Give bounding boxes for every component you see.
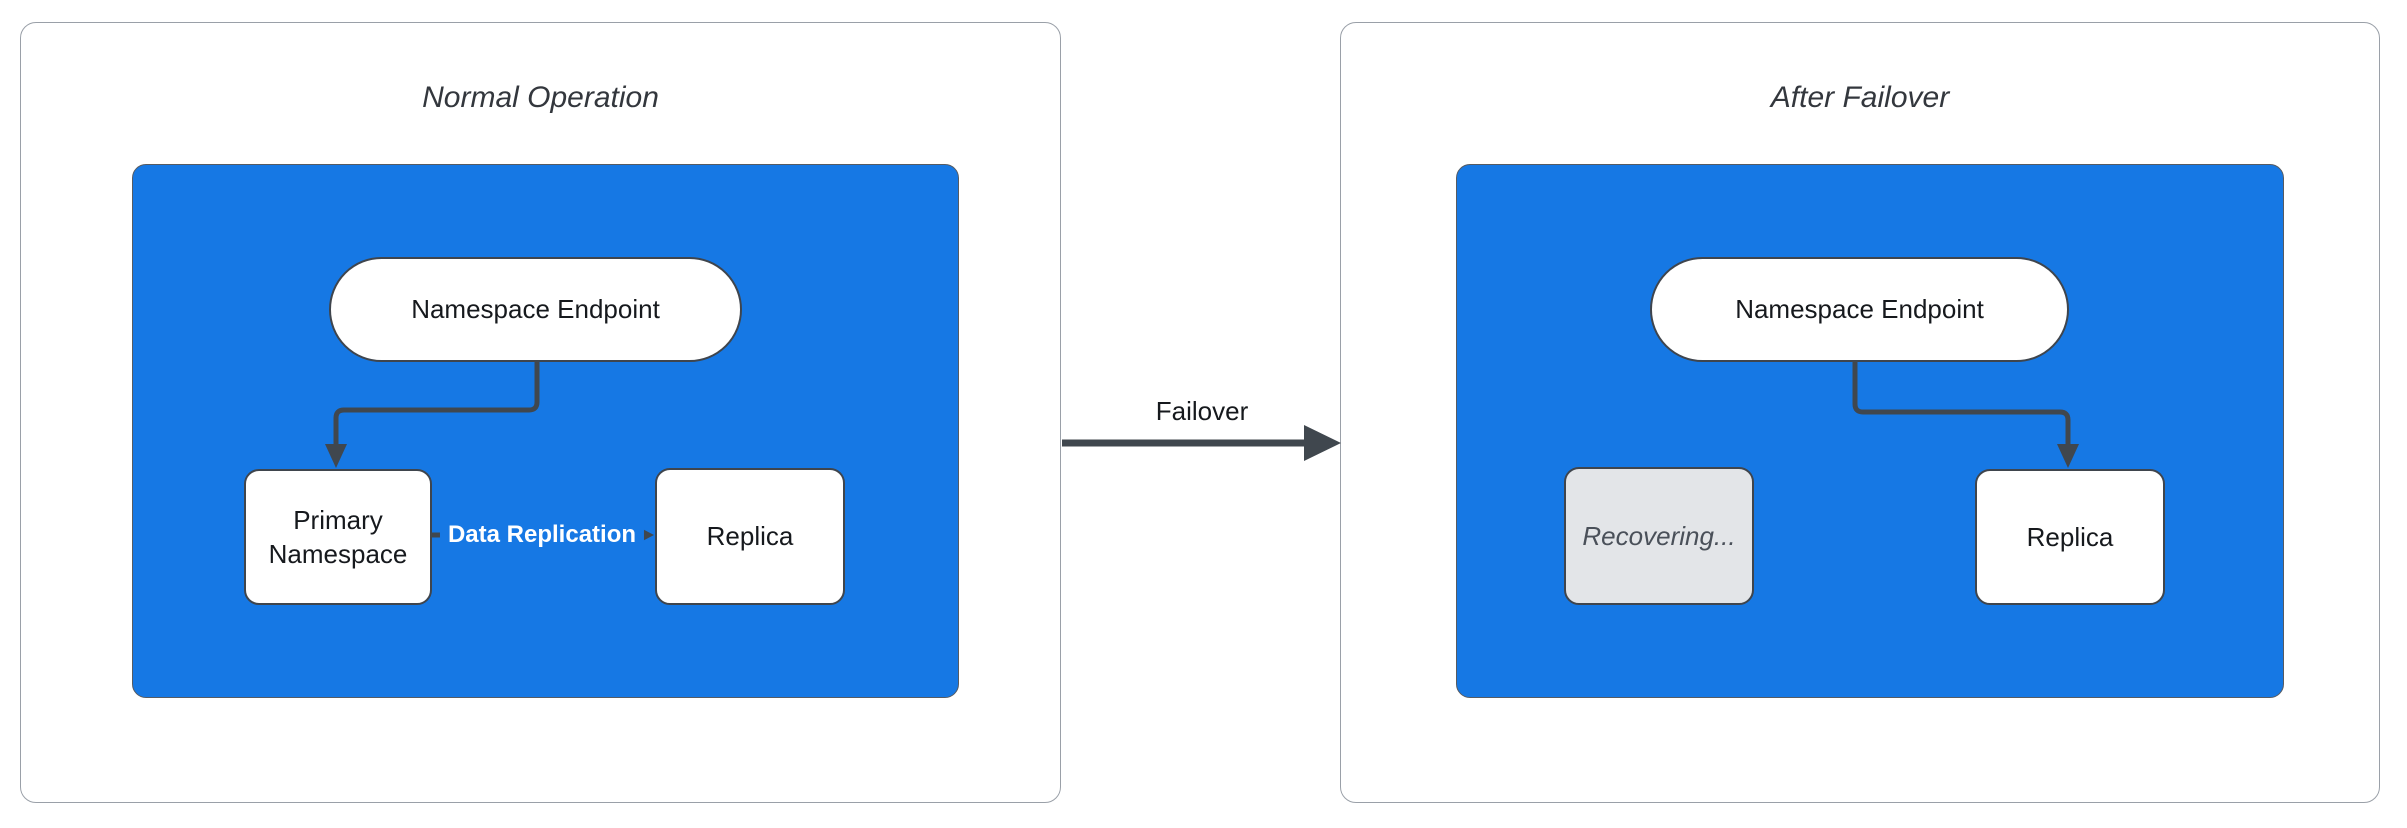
node-namespace-endpoint-failover: Namespace Endpoint <box>1650 257 2069 362</box>
panel-title-normal-operation: Normal Operation <box>422 81 659 114</box>
failover-arrowhead <box>1304 425 1341 461</box>
data-replication-label: Data Replication <box>439 519 645 551</box>
node-replica-failover: Replica <box>1975 469 2165 605</box>
node-label: Recovering... <box>1582 520 1736 551</box>
node-replica-normal: Replica <box>655 468 845 605</box>
namespace-region-normal: Namespace Endpoint Primary Namespace Rep… <box>132 164 959 698</box>
node-label: Namespace Endpoint <box>1735 294 1984 325</box>
node-label: Replica <box>2026 521 2114 552</box>
namespace-region-failover: Namespace Endpoint Recovering... Replica <box>1456 164 2284 698</box>
panel-title-after-failover: After Failover <box>1770 81 1950 114</box>
node-label: Namespace Endpoint <box>411 294 660 325</box>
node-label: Primary Namespace <box>268 504 408 569</box>
panel-normal-operation: Normal Operation Namespace Endpoint Prim… <box>20 22 1061 803</box>
node-namespace-endpoint-normal: Namespace Endpoint <box>329 257 742 362</box>
node-label: Replica <box>706 521 794 552</box>
failover-label: Failover <box>1155 396 1249 426</box>
node-recovering: Recovering... <box>1564 467 1754 605</box>
panel-after-failover: After Failover Namespace Endpoint Recove… <box>1340 22 2380 803</box>
node-primary-namespace: Primary Namespace <box>244 469 432 605</box>
